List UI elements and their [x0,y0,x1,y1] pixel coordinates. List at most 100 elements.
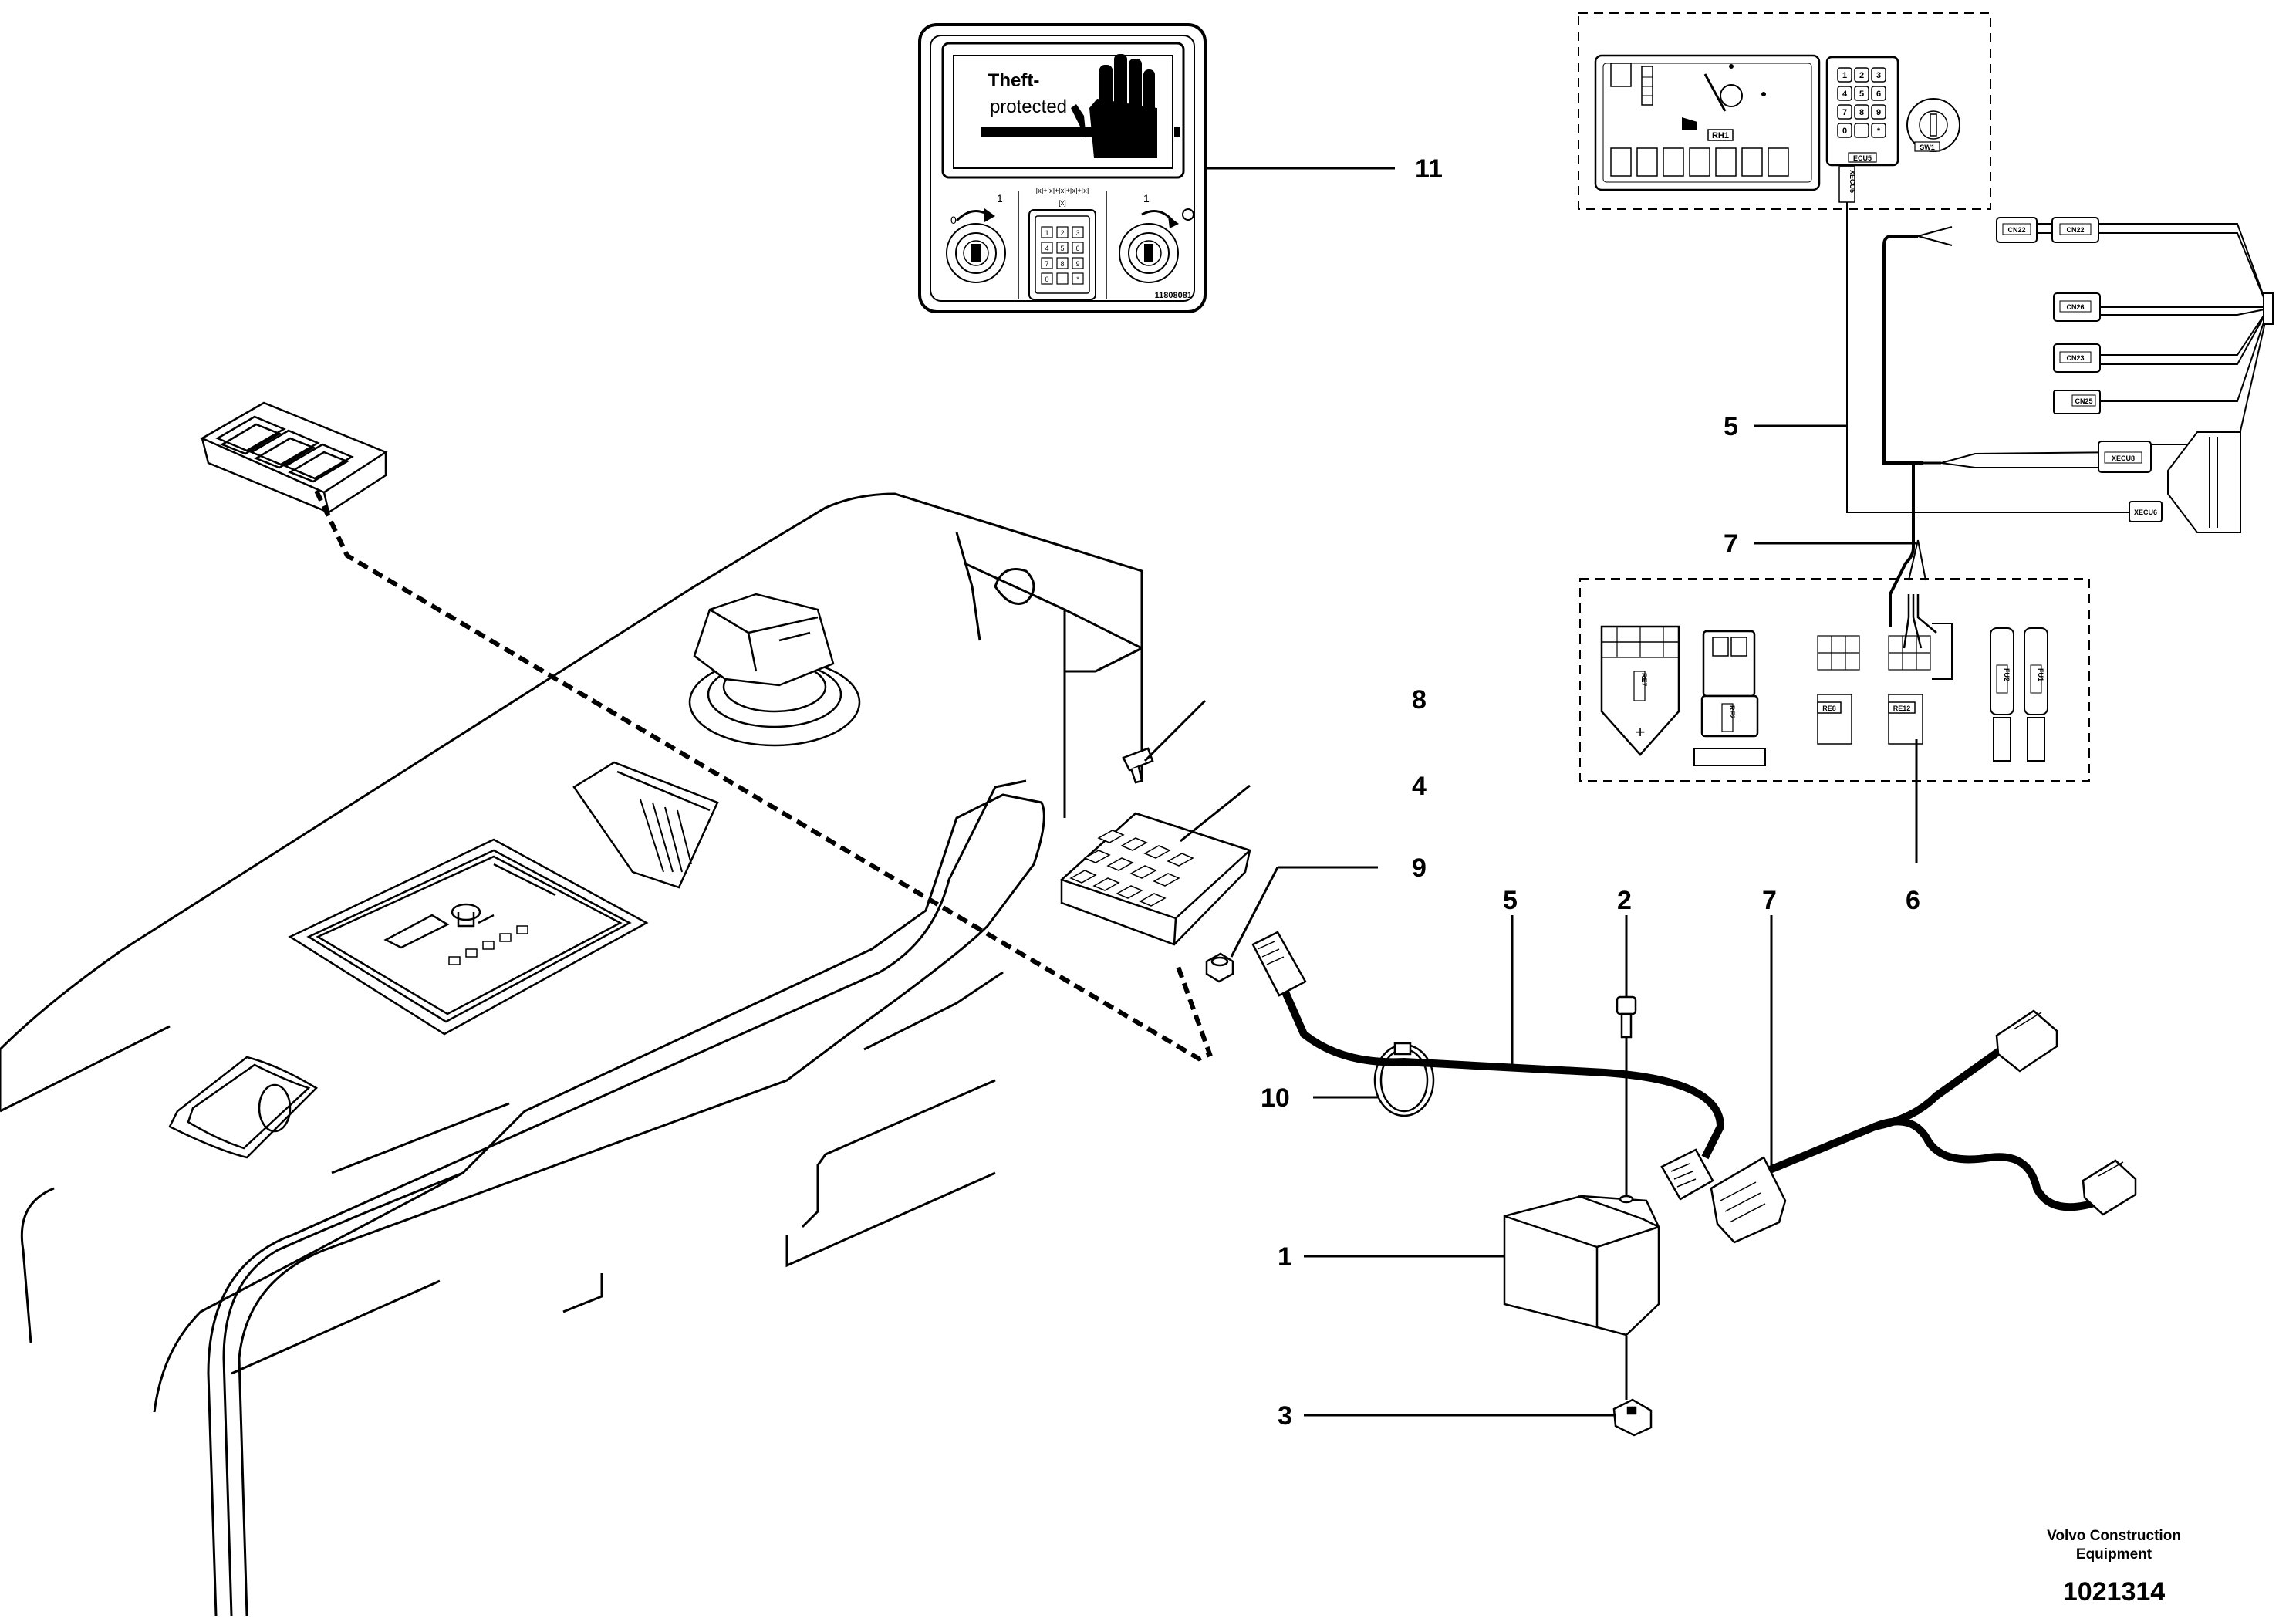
ecu5-key [1837,104,1852,120]
callout-11: 11 [1415,154,1443,184]
re12-label: RE12 [1893,705,1911,712]
decal-line2: protected [990,96,1067,117]
re7-label: RE7 [1640,673,1648,687]
ecu5-key-label: 1 [1842,71,1847,80]
ecu5-key-label: 0 [1842,127,1847,136]
svg-text:CN23: CN23 [2066,354,2084,362]
keypad-part-key [1143,845,1171,859]
connector-xecu6: XECU6 [2129,501,2163,522]
ecu5-key [1871,86,1886,101]
footer: Volvo Construction Equipment 1021314 [2047,1528,2181,1607]
document-number: 1021314 [2063,1577,2165,1607]
callout-7-top: 7 [1724,529,1738,559]
callout-4: 4 [1412,772,1427,801]
decal-key-label: * [1076,275,1079,283]
ecu5-key-label: 2 [1859,71,1864,80]
ecu5-label: ECU5 [1853,154,1872,162]
keypad-part-key [1167,853,1194,867]
relay-fuse-panel-inset: RE7 + RE2 RE8 [1579,578,2090,782]
decal-key-label: 9 [1075,260,1079,268]
connector-cn25: CN25 [2053,390,2101,414]
decal-key [1056,242,1069,254]
callout-numbers: 11 5 7 8 4 9 6 5 2 7 10 1 3 [1261,154,1920,1431]
fu2-label: FU2 [2003,668,2011,681]
re2-label: RE2 [1728,705,1736,719]
keypad-part-key [1092,877,1120,891]
svg-text:CN26: CN26 [2066,303,2084,311]
decal-key-label: 4 [1045,245,1048,252]
svg-text:XECU6: XECU6 [2134,509,2157,516]
nut-item-9 [1205,952,1234,983]
decal-key [1041,242,1053,254]
callout-1: 1 [1278,1242,1292,1272]
ecu5-key [1871,123,1886,138]
ecu5-key-label: 7 [1842,108,1847,117]
decal-key [1072,272,1084,285]
decal-line1: Theft- [988,70,1040,91]
ecu5-key [1871,104,1886,120]
sw1-label: SW1 [1920,144,1935,151]
decal-key [1056,272,1069,285]
callout-6: 6 [1906,886,1920,915]
decal-key [1072,242,1084,254]
key-left-label: 0 [950,214,957,226]
keypad-part-key [1153,873,1180,887]
callout-leaders [1143,167,1918,1417]
right-key-switch-icon: 1 [1119,192,1194,283]
callout-10: 10 [1261,1083,1290,1113]
decal-key-label: 3 [1075,229,1079,237]
re8-label: RE8 [1822,705,1836,712]
left-key-switch-icon: 0 1 [946,192,1006,283]
cable-clamp-item-10 [1373,1042,1435,1117]
console-slot [572,761,719,889]
svg-text:CN22: CN22 [2066,226,2084,234]
clip-nut-item-3 [1612,1398,1653,1437]
ecu5-key [1854,67,1869,83]
rocker-switch-panel [200,401,388,515]
svg-text:XECU8: XECU8 [2112,454,2135,462]
decal-code-single: [x] [1059,199,1066,207]
keypad-part-key [1116,885,1143,899]
dash-monitor [288,838,649,1036]
keypad-part-key [1139,893,1167,907]
ecu5-key-label: * [1877,127,1881,136]
company-name-line1: Volvo Construction [2047,1528,2181,1544]
callout-2: 2 [1617,886,1632,915]
ecu5-key-label: 8 [1859,108,1864,117]
connector-cn22-b: CN22 [2051,217,2099,243]
decal-key [1072,257,1084,269]
svg-text:CN22: CN22 [2007,226,2025,234]
xecu5-label: XECU5 [1849,170,1856,193]
ecu5-key-label: 9 [1876,108,1881,117]
ecu5-key-label: 6 [1876,90,1881,99]
decal-key [1056,257,1069,269]
plus-icon: + [1636,722,1646,742]
callout-8: 8 [1412,685,1427,715]
joystick-boot [688,593,861,747]
ecu5-key-label: 3 [1876,71,1881,80]
ecu5-key [1854,104,1869,120]
rocker-leader-dashed [314,489,1213,1062]
fu1-label: FU1 [2037,668,2044,681]
keypad-part-key [1106,857,1134,871]
key-left-label2: 1 [997,192,1003,204]
decal-key [1041,257,1053,269]
decal-code-row: [x]+[x]+[x]+[x]+[x] [1036,187,1089,194]
ecu5-key [1854,86,1869,101]
decal-key-label: 5 [1060,245,1064,252]
decal-key-label: 6 [1075,245,1079,252]
decal-key [1056,226,1069,238]
theft-protection-decal: Theft- protected [x]+[x]+[x]+[x]+[x] [x]… [918,23,1207,313]
ecu5-key [1837,67,1852,83]
keypad-part-key [1083,850,1111,863]
decal-key-label: 0 [1045,275,1048,283]
decal-part-number: 11808081 [1155,291,1192,300]
decal-key [1072,226,1084,238]
svg-text:CN25: CN25 [2075,397,2092,405]
bolt-item-8 [1122,747,1154,784]
console-recess [168,1056,319,1159]
harness-item-7 [1710,1009,2137,1244]
